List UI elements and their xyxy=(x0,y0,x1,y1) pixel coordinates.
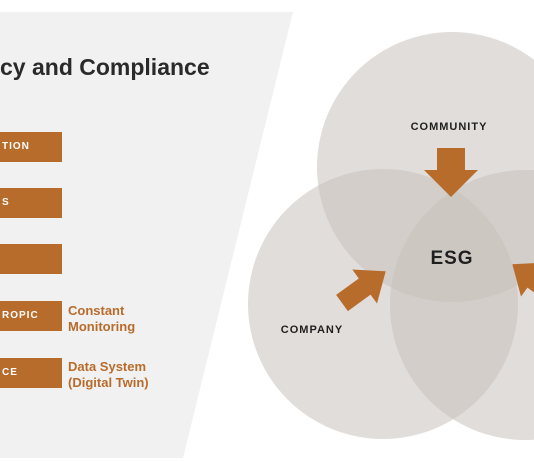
tag-1: TION xyxy=(0,132,62,162)
note-line: Constant xyxy=(68,303,125,318)
note-line: (Digital Twin) xyxy=(68,375,149,390)
note-line: Monitoring xyxy=(68,319,136,334)
tag-5: CE xyxy=(0,358,62,388)
tag-2: S xyxy=(0,188,62,218)
tag-4: ROPIC xyxy=(0,301,62,331)
circle-third xyxy=(390,170,534,440)
note-constant-monitoring: Constant Monitoring xyxy=(68,303,135,335)
tag-3 xyxy=(0,244,62,274)
label-company: COMPANY xyxy=(281,324,343,336)
arrow-diagonal-icon xyxy=(512,262,534,305)
arrow-diagonal-icon xyxy=(336,269,386,312)
note-data-system: Data System (Digital Twin) xyxy=(68,359,149,391)
label-community: COMMUNITY xyxy=(411,121,488,133)
label-esg: ESG xyxy=(430,248,473,269)
arrow-down-icon xyxy=(424,148,478,197)
note-line: Data System xyxy=(68,359,147,374)
slide-title: cy and Compliance xyxy=(0,54,210,80)
venn-circles xyxy=(248,32,534,440)
